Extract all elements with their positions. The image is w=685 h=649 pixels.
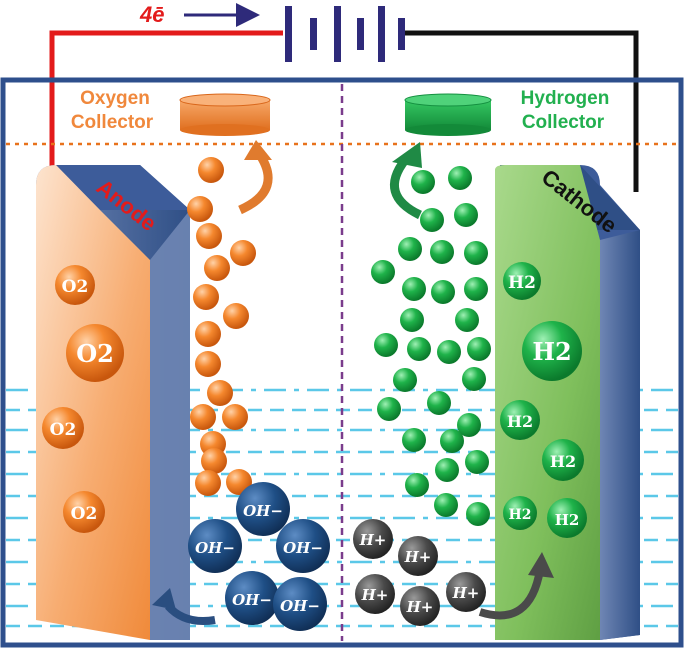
proton-ion: H+	[400, 586, 440, 626]
hydrogen-rise-arrowhead	[392, 142, 422, 168]
h2-molecule: H2	[503, 496, 537, 530]
anode-electrode	[36, 165, 190, 640]
proton-ion: H+	[446, 572, 486, 612]
svg-text:OH−: OH−	[280, 597, 320, 615]
oxygen-collector	[179, 93, 271, 136]
hydrogen-rise-arrow	[390, 157, 423, 220]
cathode-wire	[400, 30, 639, 192]
svg-text:H+: H+	[452, 584, 480, 602]
svg-text:O2: O2	[71, 504, 98, 524]
svg-text:H2: H2	[507, 412, 533, 431]
hydroxide-ion: OH−	[276, 519, 330, 573]
h2-molecule: H2	[547, 498, 587, 538]
hydrogen-bubbles	[371, 166, 491, 526]
o2-molecule: O2	[55, 265, 95, 305]
svg-text:OH−: OH−	[243, 502, 283, 520]
h2-molecule: H2	[542, 439, 584, 481]
o2-molecule: O2	[66, 324, 124, 382]
oxygen-rise-arrow	[238, 149, 273, 215]
hydrogen-collector	[404, 93, 492, 136]
proton-ion: H+	[353, 519, 393, 559]
svg-text:H+: H+	[359, 531, 387, 549]
battery-icon	[285, 6, 405, 62]
svg-text:OH−: OH−	[283, 539, 323, 557]
proton-ion: H+	[355, 574, 395, 614]
hydroxide-ion: OH−	[273, 577, 327, 631]
svg-text:OH−: OH−	[232, 591, 272, 609]
h2-molecule: H2	[522, 321, 582, 381]
svg-text:H+: H+	[404, 548, 432, 566]
hydroxide-ion: OH−	[236, 482, 290, 536]
svg-text:H2: H2	[555, 511, 580, 529]
o2-molecule: O2	[63, 491, 105, 533]
hydrogen-collector-label-line2: Collector	[522, 112, 605, 133]
h2-molecule: H2	[503, 262, 541, 300]
h2-molecule: H2	[500, 400, 540, 440]
oxygen-rise-arrowhead	[244, 140, 272, 160]
svg-text:H2: H2	[508, 273, 536, 293]
proton-flow-arrowhead	[528, 552, 554, 578]
hydroxide-flow-arrowhead	[152, 588, 176, 610]
electron-label: 4ē	[139, 2, 164, 27]
svg-text:OH−: OH−	[195, 539, 235, 557]
svg-text:H2: H2	[550, 452, 576, 471]
svg-text:H+: H+	[361, 586, 389, 604]
hydrogen-collector-label-line1: Hydrogen	[521, 88, 610, 109]
oxygen-collector-label-line2: Collector	[71, 112, 154, 133]
svg-text:O2: O2	[62, 277, 89, 297]
proton-flow-arrow	[478, 569, 544, 620]
electrolyte-tank	[0, 77, 684, 648]
svg-text:H2: H2	[532, 337, 571, 366]
oxygen-collector-label-line1: Oxygen	[80, 88, 150, 109]
svg-text:O2: O2	[50, 420, 77, 440]
svg-text:H2: H2	[509, 507, 532, 523]
proton-ion: H+	[398, 536, 438, 576]
oxygen-bubbles	[187, 157, 256, 496]
o2-molecule: O2	[42, 407, 84, 449]
anode-wire	[49, 30, 283, 170]
hydroxide-ion: OH−	[188, 519, 242, 573]
svg-text:H+: H+	[406, 598, 434, 616]
hydroxide-ion: OH−	[225, 571, 279, 625]
svg-text:O2: O2	[76, 339, 114, 368]
